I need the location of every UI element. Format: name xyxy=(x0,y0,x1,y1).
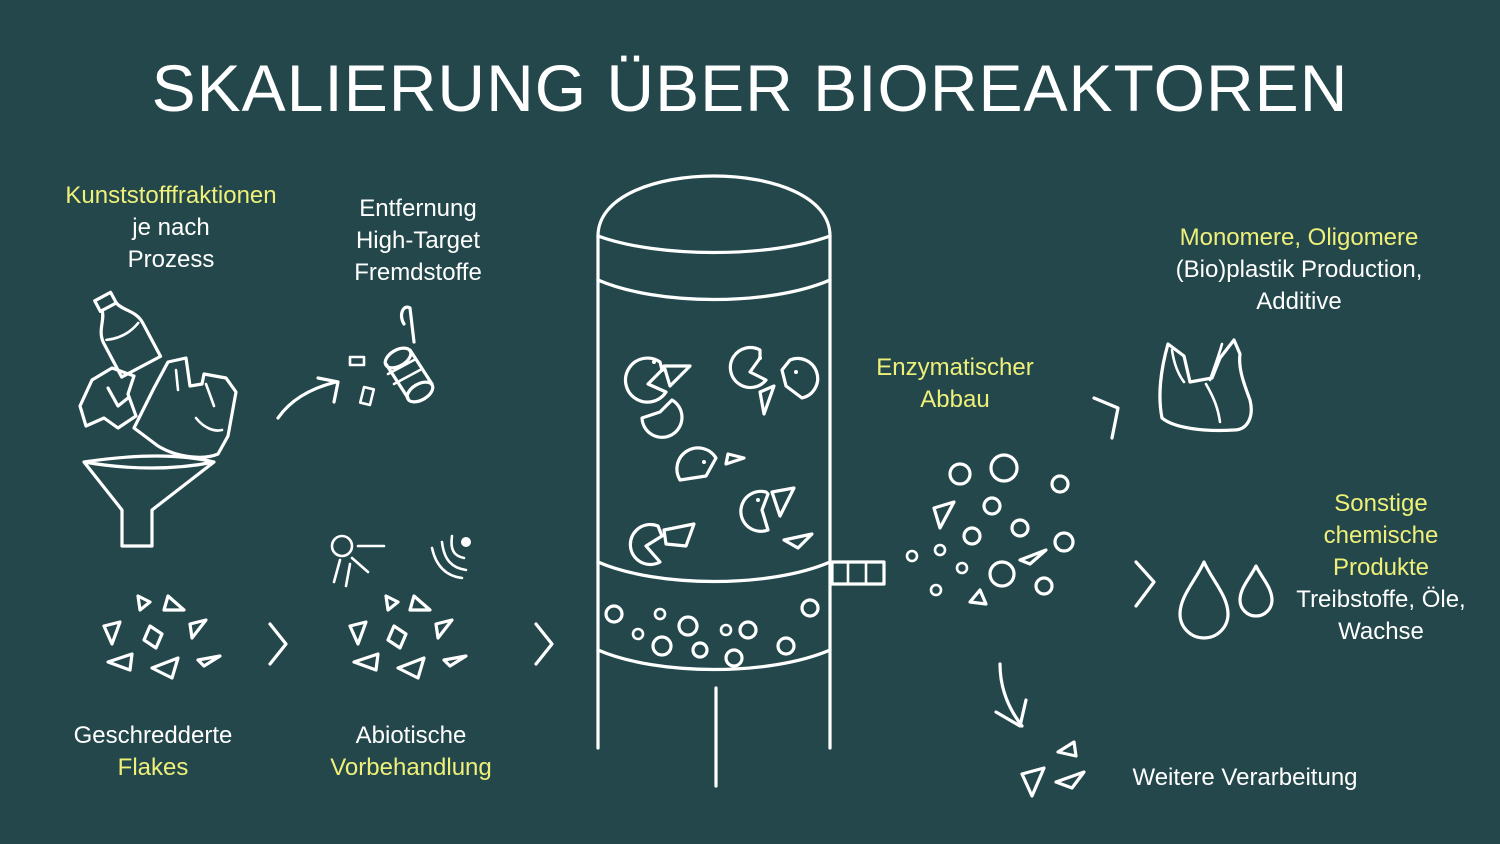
bag-icon xyxy=(1158,338,1253,433)
label-line: (Bio)plastik Production, xyxy=(1175,256,1423,283)
bioreactor-icon xyxy=(596,174,886,788)
crumpled-bag-icon xyxy=(78,366,138,430)
arrow-icon xyxy=(276,376,340,420)
label-line: Additive xyxy=(1256,288,1342,315)
label-flakes: Geschredderte Flakes xyxy=(60,720,246,784)
funnel-icon xyxy=(82,454,216,548)
debris-icon xyxy=(348,355,376,407)
label-further-processing: Weitere Verarbeitung xyxy=(1110,762,1380,794)
label-line: Treibstoffe, Öle, xyxy=(1296,586,1466,613)
sound-icon xyxy=(430,534,471,580)
label-line: Sonstige xyxy=(1334,490,1428,517)
flakes-icon xyxy=(1020,740,1086,798)
label-line: Abiotische xyxy=(355,722,467,749)
label-line: chemische xyxy=(1323,522,1439,549)
label-enzymatic: Enzymatischer Abbau xyxy=(860,352,1050,416)
chevron-right-icon xyxy=(534,622,554,666)
label-plastic-fractions: Kunststofffraktionen je nach Prozess xyxy=(40,180,302,276)
label-line: Weitere Verarbeitung xyxy=(1132,764,1358,791)
label-line: High-Target xyxy=(355,227,481,254)
chevron-right-icon xyxy=(268,622,288,666)
label-removal: Entfernung High-Target Fremdstoffe xyxy=(330,193,506,289)
plastic-fractions-group xyxy=(78,290,238,548)
label-pretreatment: Abiotische Vorbehandlung xyxy=(310,720,512,784)
label-line: Fremdstoffe xyxy=(354,259,482,286)
label-line: Enzymatischer xyxy=(876,354,1034,381)
bag-icon xyxy=(132,356,238,459)
label-other-products: Sonstige chemische Produkte Treibstoffe,… xyxy=(1282,488,1480,648)
degradation-products-icon xyxy=(905,453,1075,606)
flakes-icon xyxy=(102,594,222,680)
bottle-icon xyxy=(93,290,163,379)
label-line: je nach xyxy=(132,214,210,241)
chevron-right-icon xyxy=(1134,560,1156,608)
label-line: Prozess xyxy=(127,246,215,273)
label-line: Flakes xyxy=(117,754,189,781)
label-line: Entfernung xyxy=(359,195,477,222)
label-line: Vorbehandlung xyxy=(330,754,492,781)
label-line: Geschredderte xyxy=(73,722,233,749)
label-monomers: Monomere, Oligomere (Bio)plastik Product… xyxy=(1150,222,1448,318)
chevron-right-icon xyxy=(1092,396,1120,440)
label-line: Wachse xyxy=(1338,618,1424,645)
bubble-icon xyxy=(604,598,820,668)
label-line: Produkte xyxy=(1332,554,1430,581)
label-line: Kunststofffraktionen xyxy=(65,182,277,209)
droplet-icon xyxy=(1178,560,1274,640)
lamp-icon xyxy=(330,534,386,588)
label-line: Abbau xyxy=(920,386,990,413)
enzyme-icon xyxy=(623,345,820,567)
page-title: SKALIERUNG ÜBER BIOREAKTOREN xyxy=(151,51,1349,125)
label-line: Monomere, Oligomere xyxy=(1179,224,1419,251)
flakes-icon xyxy=(348,594,468,680)
can-icon xyxy=(383,305,435,404)
arrow-down-icon xyxy=(994,662,1028,728)
